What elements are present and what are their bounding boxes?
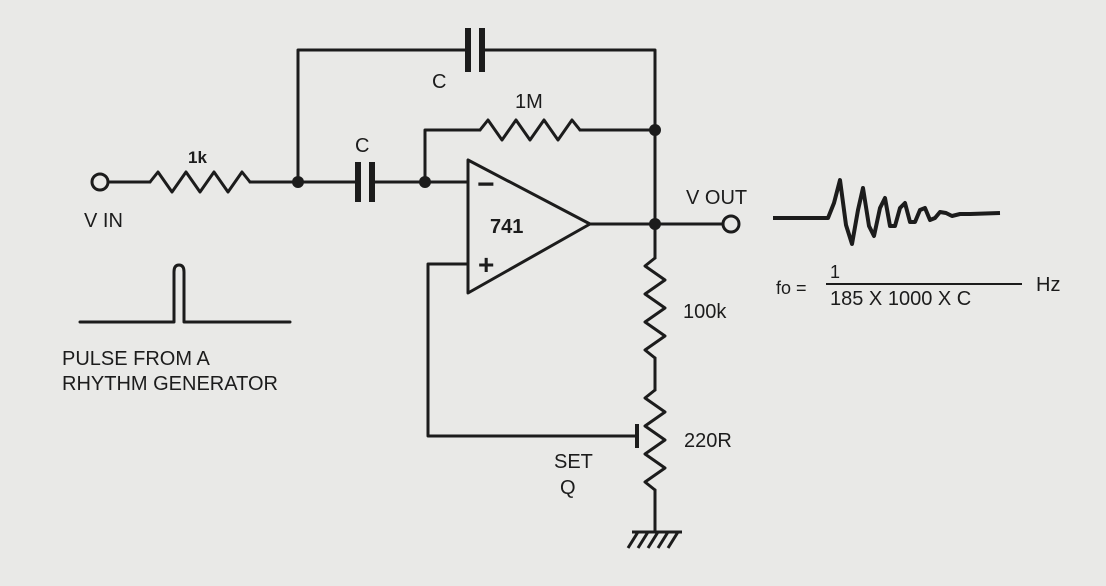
pulse-caption-line2: RHYTHM GENERATOR xyxy=(62,373,278,395)
wire-top-left xyxy=(296,48,467,184)
minus-sign: − xyxy=(477,168,495,201)
r-100k-label: 100k xyxy=(683,301,727,323)
r-fb-label: 1M xyxy=(515,91,543,113)
vin-label: V IN xyxy=(84,210,123,232)
junction-output xyxy=(649,218,661,230)
wire-1m-left xyxy=(423,128,482,184)
pulse-waveform xyxy=(78,263,292,324)
formula-unit: Hz xyxy=(1036,274,1060,296)
opamp-label: 741 xyxy=(490,216,523,238)
resistor-1k xyxy=(148,170,252,194)
opamp-741 xyxy=(466,158,592,295)
vin-terminal xyxy=(90,172,110,192)
vout-label: V OUT xyxy=(686,187,747,209)
r-in-label: 1k xyxy=(188,148,207,167)
r-220-label: 220R xyxy=(684,430,732,452)
formula-lhs: fo = xyxy=(776,278,807,298)
pot-220r xyxy=(643,388,667,492)
c-mid-label: C xyxy=(355,135,369,157)
ground-icon xyxy=(626,531,680,549)
c-top-label: C xyxy=(432,71,446,93)
formula-numerator: 1 xyxy=(830,262,840,282)
formula-denominator: 185 X 1000 X C xyxy=(830,288,971,310)
wire-top-right xyxy=(483,48,657,132)
resistor-100k xyxy=(643,256,667,360)
plus-sign: + xyxy=(478,249,494,280)
set-label: SET xyxy=(554,451,593,473)
pulse-caption-line1: PULSE FROM A xyxy=(62,348,210,370)
resistor-1m xyxy=(478,118,582,142)
ringing-waveform xyxy=(773,178,1001,246)
q-label: Q xyxy=(560,477,576,499)
pot-wiper-wire xyxy=(426,262,639,438)
vout-terminal xyxy=(721,214,741,234)
